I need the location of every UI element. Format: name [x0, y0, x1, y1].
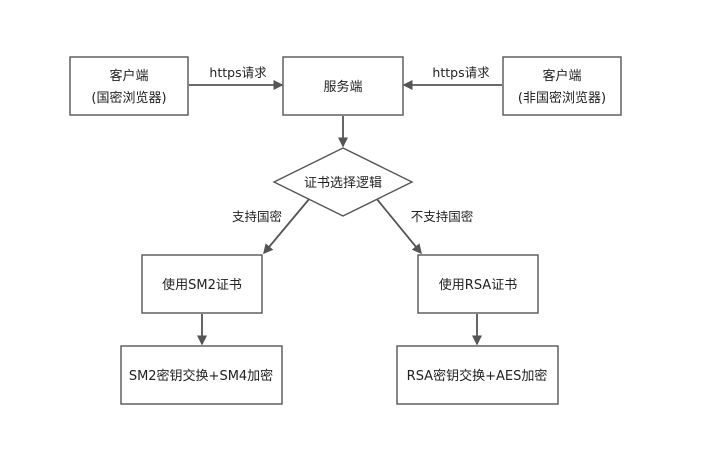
- edge-label-https-right: https请求: [432, 65, 490, 80]
- node-sm-exchange-label: SM2密钥交换+SM4加密: [129, 368, 273, 384]
- node-use-sm2-label: 使用SM2证书: [162, 277, 242, 293]
- edge-decision-to-rsa: [375, 197, 422, 255]
- node-decision-label: 证书选择逻辑: [304, 176, 382, 191]
- node-client-non-gm-line1: 客户端: [542, 68, 581, 84]
- node-rsa-exchange-label: RSA密钥交换+AES加密: [407, 368, 548, 384]
- edge-label-not-supports-gm: 不支持国密: [411, 209, 474, 224]
- node-sm-exchange: SM2密钥交换+SM4加密: [120, 345, 283, 405]
- node-use-sm2: 使用SM2证书: [141, 254, 263, 314]
- node-client-non-gm-line2: (非国密浏览器): [518, 90, 606, 106]
- node-server: 服务端: [282, 56, 404, 116]
- node-server-label: 服务端: [323, 79, 362, 95]
- edge-label-https-left: https请求: [209, 65, 267, 80]
- node-decision: 证书选择逻辑: [272, 147, 414, 217]
- node-use-rsa-label: 使用RSA证书: [439, 277, 517, 293]
- node-client-gm-line2: (国密浏览器): [91, 90, 166, 106]
- node-client-non-gm: 客户端 (非国密浏览器): [502, 56, 622, 116]
- node-client-gm-line1: 客户端: [109, 68, 148, 84]
- node-use-rsa: 使用RSA证书: [417, 254, 539, 314]
- edge-label-supports-gm: 支持国密: [232, 209, 282, 224]
- edge-decision-to-sm2: [263, 197, 311, 255]
- node-client-gm: 客户端 (国密浏览器): [69, 56, 189, 116]
- node-rsa-exchange: RSA密钥交换+AES加密: [396, 345, 559, 405]
